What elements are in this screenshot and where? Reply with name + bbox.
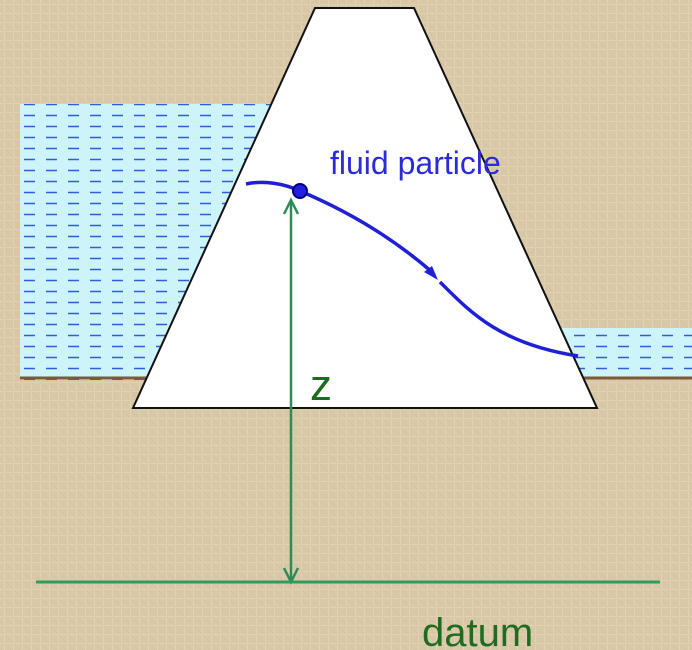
datum-label: datum <box>422 611 533 650</box>
particle-path <box>245 180 434 274</box>
dam-body <box>131 7 599 409</box>
downstream-water <box>560 328 692 378</box>
double-headed-arrow-icon <box>282 197 300 215</box>
elevation-label: z <box>310 361 332 410</box>
flow-direction-arrowhead-icon <box>424 266 438 280</box>
particle-dot-icon <box>292 183 308 199</box>
particle-label: fluid particle <box>330 145 501 181</box>
particle-path-continued <box>438 280 579 358</box>
